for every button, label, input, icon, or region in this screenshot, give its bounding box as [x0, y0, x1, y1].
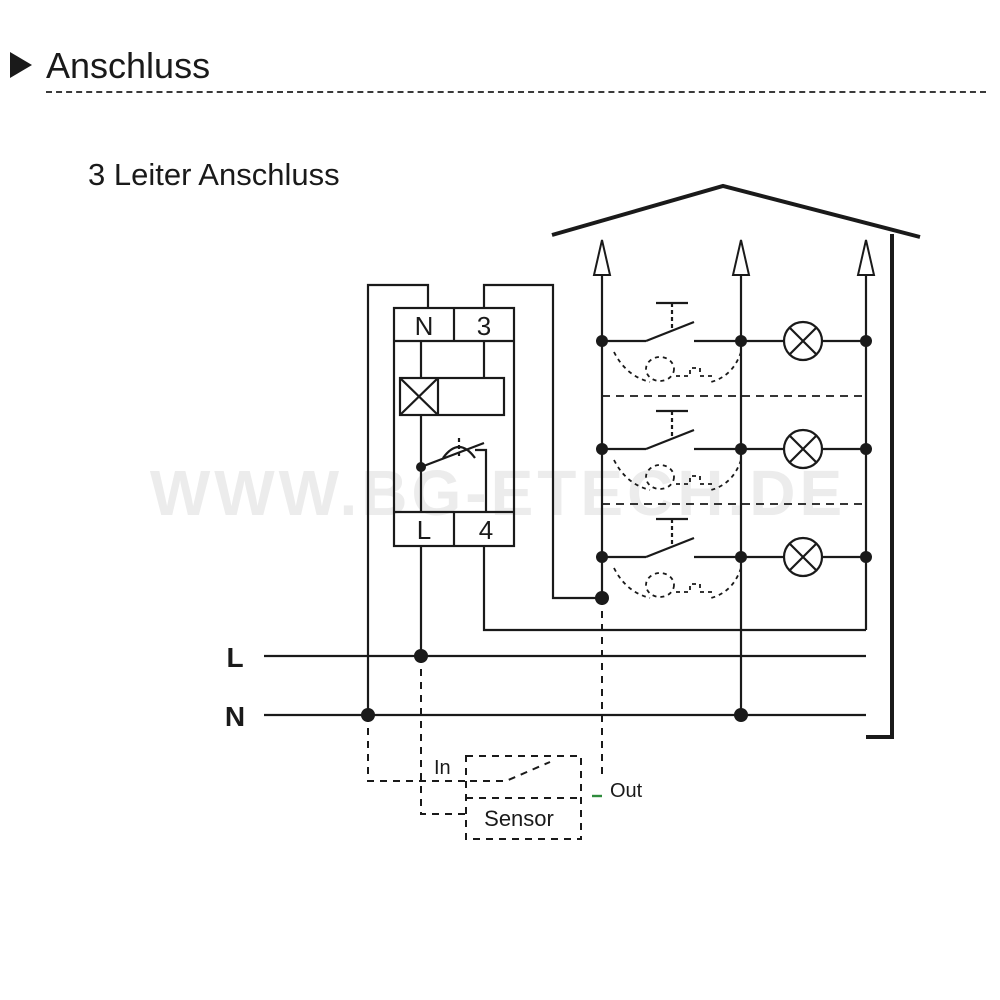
- watermark-text: WWW.BG-ETECH.DE: [150, 457, 846, 529]
- terminal-label-n: N: [415, 311, 434, 341]
- junction-dot: [361, 335, 872, 722]
- terminal-label-4: 4: [479, 515, 493, 545]
- diagram-subtitle: 3 Leiter Anschluss: [88, 157, 340, 192]
- section-header: Anschluss: [0, 0, 1000, 100]
- dashed-divider: [46, 91, 986, 93]
- arrow-up-icon: [592, 239, 876, 276]
- terminal-label-3: 3: [477, 311, 491, 341]
- sensor-in-label: In: [434, 757, 451, 779]
- relay-device: [392, 306, 516, 548]
- sensor-symbol: [613, 351, 742, 599]
- sensor-wiring: [367, 598, 603, 840]
- line-label-n: N: [225, 701, 245, 732]
- lamp-icon: [741, 320, 866, 578]
- section-title: Anschluss: [46, 45, 211, 86]
- line-label-l: L: [226, 642, 243, 673]
- supply-lines: [264, 654, 866, 717]
- play-arrow-icon: [10, 52, 32, 78]
- device-wiring: [366, 283, 866, 715]
- sensor-out-label: Out: [610, 780, 643, 802]
- push-button-icon: [602, 301, 741, 559]
- floor-divider: [602, 395, 866, 505]
- terminal-label-l: L: [417, 515, 431, 545]
- sensor-label: Sensor: [484, 806, 554, 831]
- house-outline: [551, 183, 921, 739]
